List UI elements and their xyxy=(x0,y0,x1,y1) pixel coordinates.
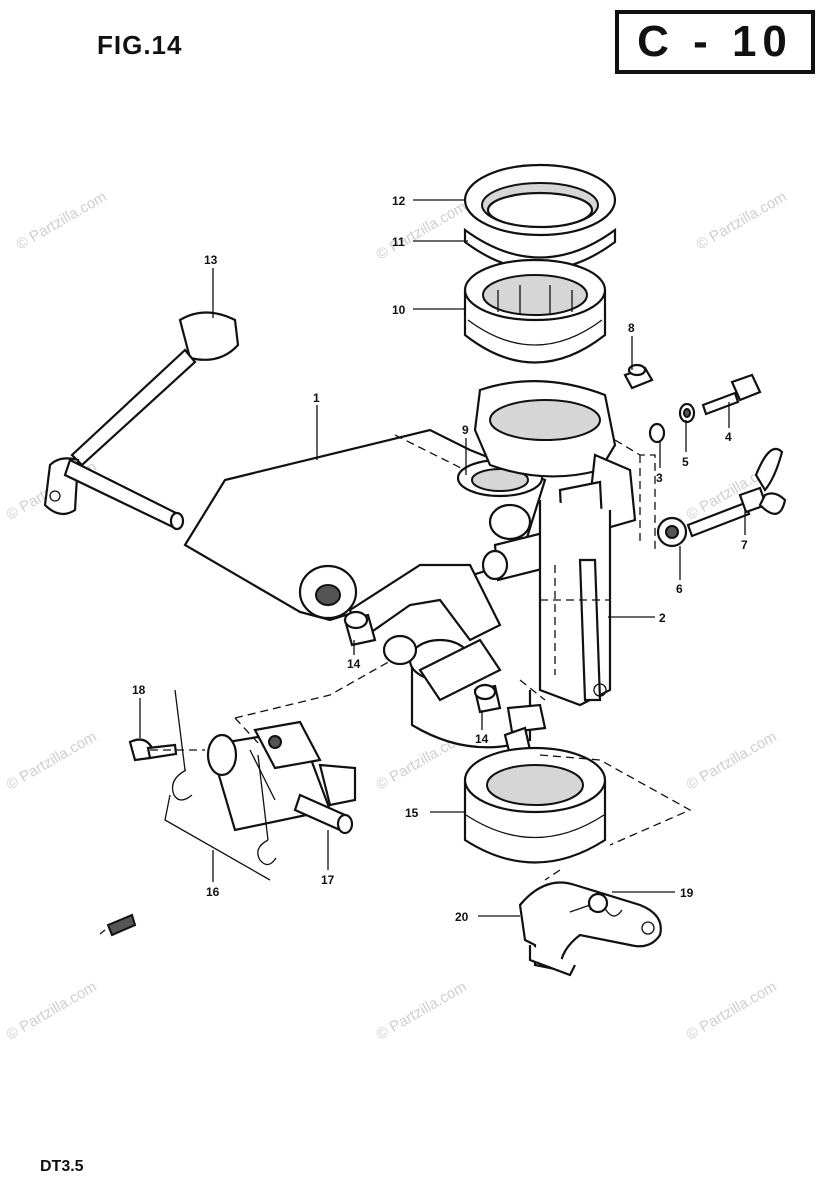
callout-13: 13 xyxy=(204,253,218,267)
callout-11: 11 xyxy=(392,235,405,249)
part-17-stopper-pin xyxy=(206,720,357,835)
callout-8: 8 xyxy=(628,321,635,335)
part-16-spring-wire xyxy=(164,689,277,881)
part-5-washer xyxy=(678,402,696,424)
callout-20: 20 xyxy=(455,910,469,924)
callout-14-lower: 14 xyxy=(475,732,489,746)
callout-9: 9 xyxy=(462,423,469,437)
callout-18: 18 xyxy=(132,683,146,697)
part-6-nut xyxy=(656,516,688,548)
part-3-washer xyxy=(648,422,666,444)
part-10-bearing xyxy=(463,258,607,364)
watermark-text: © Partzilla.com xyxy=(4,978,100,1043)
part-8-grease-nipple xyxy=(623,363,654,390)
callout-14-upper: 14 xyxy=(347,657,361,671)
callout-5: 5 xyxy=(682,455,689,469)
watermark-text: © Partzilla.com xyxy=(14,188,110,253)
part-13-tilt-lever xyxy=(43,311,240,531)
callout-7: 7 xyxy=(741,538,748,552)
callout-15: 15 xyxy=(405,806,419,820)
watermark-text: © Partzilla.com xyxy=(374,978,470,1043)
part-4-bolt xyxy=(701,373,762,416)
watermark-text: © Partzilla.com xyxy=(4,728,100,793)
callout-4: 4 xyxy=(725,430,732,444)
leader-lines xyxy=(139,199,746,917)
callout-17: 17 xyxy=(321,873,335,887)
page-code-box: C - 10 xyxy=(615,10,815,74)
watermark-text: © Partzilla.com xyxy=(374,198,470,263)
callout-16: 16 xyxy=(206,885,220,899)
callout-6: 6 xyxy=(676,582,683,596)
figure-title: FIG.14 xyxy=(97,30,183,60)
part-14-bushing-lower xyxy=(473,683,547,757)
callout-2: 2 xyxy=(659,611,666,625)
part-7-wing-screw xyxy=(686,447,787,538)
part-20-stopper-plate xyxy=(518,881,662,977)
watermark-text: © Partzilla.com xyxy=(694,188,790,253)
watermark-text: © Partzilla.com xyxy=(684,728,780,793)
watermark-text: © Partzilla.com xyxy=(684,978,780,1043)
forward-arrow-icon xyxy=(99,913,137,937)
model-label: DT3.5 xyxy=(40,1158,84,1175)
part-19-spring xyxy=(569,892,623,917)
assembly-guide-lines xyxy=(150,434,692,881)
callout-3: 3 xyxy=(656,471,663,485)
part-2-housing xyxy=(538,500,612,707)
callout-10: 10 xyxy=(392,303,406,317)
part-15-lower-ring xyxy=(463,746,607,864)
callout-labels: 12 11 10 13 1 9 8 4 5 3 7 6 2 14 14 15 1… xyxy=(132,194,748,924)
part-18-screw xyxy=(128,738,178,762)
callout-19: 19 xyxy=(680,886,694,900)
callout-1: 1 xyxy=(313,391,320,405)
part-14-bushing-upper xyxy=(343,610,377,647)
part-12-top-ring xyxy=(463,163,617,237)
callout-12: 12 xyxy=(392,194,406,208)
lower-housing xyxy=(382,634,532,749)
